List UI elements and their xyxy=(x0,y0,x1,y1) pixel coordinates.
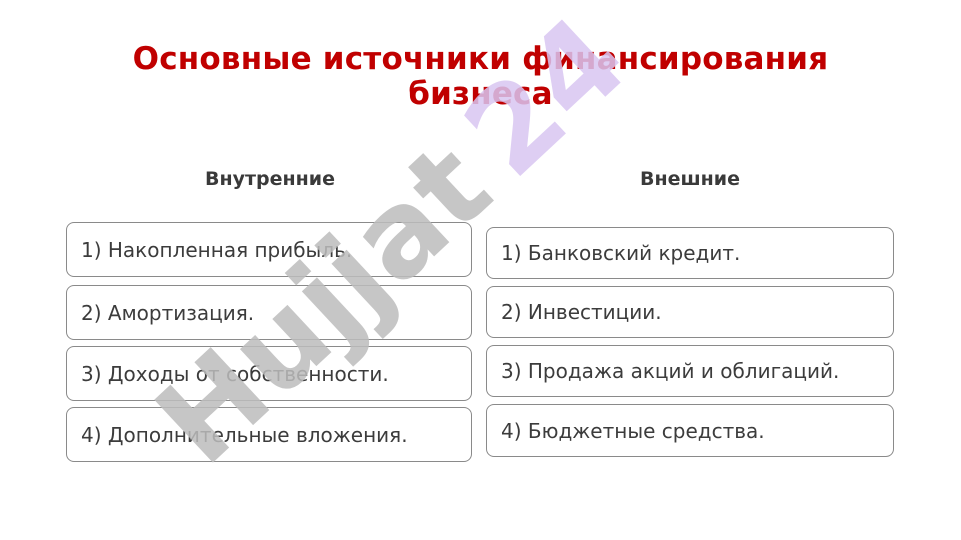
internal-item-3: 3) Доходы от собственности. xyxy=(66,346,472,401)
external-item-3: 3) Продажа акций и облигаций. xyxy=(486,345,894,397)
title-line-1: Основные источники финансирования xyxy=(132,41,829,77)
page-title: Основные источники финансирования бизнес… xyxy=(60,42,901,112)
external-item-4: 4) Бюджетные средства. xyxy=(486,404,894,457)
external-item-2: 2) Инвестиции. xyxy=(486,286,894,338)
internal-item-4: 4) Дополнительные вложения. xyxy=(66,407,472,462)
title-line-2: бизнеса xyxy=(408,76,553,112)
external-heading: Внешние xyxy=(639,168,740,190)
internal-item-1: 1) Накопленная прибыль. xyxy=(66,222,472,277)
external-item-1: 1) Банковский кредит. xyxy=(486,227,894,279)
internal-heading: Внутренние xyxy=(205,168,335,190)
internal-item-2: 2) Амортизация. xyxy=(66,285,472,340)
